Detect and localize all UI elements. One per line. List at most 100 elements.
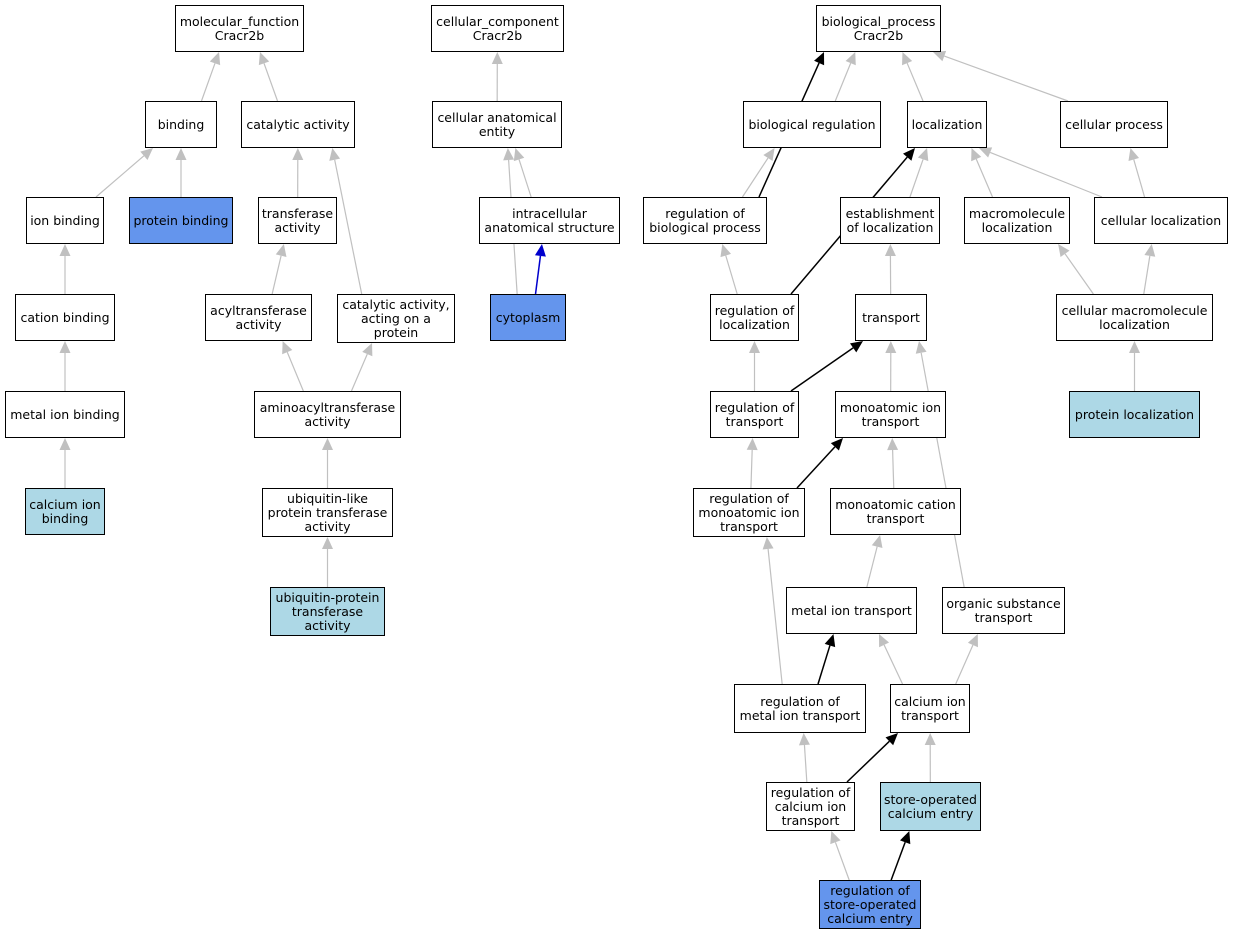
node-label-line: protein localization bbox=[1074, 406, 1195, 422]
node-label-line: calcium ion bbox=[774, 798, 847, 814]
edge-is-a bbox=[263, 63, 279, 102]
edge-arrowhead bbox=[362, 343, 373, 357]
edge-arrowhead bbox=[830, 831, 841, 845]
node-label-line: intracellular bbox=[512, 205, 587, 221]
edge-regulates bbox=[796, 446, 836, 489]
node-label-line: molecular_function bbox=[179, 13, 300, 29]
edge-arrowhead bbox=[746, 438, 758, 451]
node-catalytic[interactable]: catalytic activity bbox=[241, 101, 355, 148]
edge-is-a bbox=[920, 352, 965, 588]
node-metal-ion-binding[interactable]: metal ion binding bbox=[5, 391, 125, 438]
edge-arrowhead bbox=[1129, 341, 1140, 353]
edge-regulates bbox=[817, 645, 831, 685]
edge-is-a bbox=[975, 158, 994, 198]
edge-arrowhead bbox=[830, 438, 843, 451]
node-label-line: cellular localization bbox=[1100, 212, 1222, 228]
edge-arrowhead bbox=[292, 148, 304, 161]
node-label-line: catalytic activity bbox=[246, 116, 350, 132]
edge-arrowhead bbox=[1144, 244, 1156, 257]
edge-arrowhead bbox=[979, 147, 993, 158]
node-label-line: binding bbox=[41, 510, 89, 526]
node-protein-binding[interactable]: protein binding bbox=[129, 197, 233, 244]
node-label-line: monoatomic cation bbox=[835, 496, 956, 512]
node-label-line: activity bbox=[274, 219, 321, 235]
node-cellular-process[interactable]: cellular process bbox=[1060, 101, 1168, 148]
edge-is-a bbox=[803, 744, 808, 783]
node-label-line: protein transferase bbox=[267, 504, 388, 520]
edge-arrowhead bbox=[1128, 148, 1140, 162]
node-cation-binding[interactable]: cation binding bbox=[15, 294, 115, 341]
edge-arrowhead bbox=[491, 52, 503, 65]
node-label-line: regulation of bbox=[770, 784, 851, 800]
node-transport[interactable]: transport bbox=[855, 294, 927, 341]
node-label-line: regulation of bbox=[665, 205, 745, 221]
edge-arrowhead bbox=[850, 341, 863, 353]
node-label-line: entity bbox=[478, 123, 516, 139]
node-metal-ion-transport[interactable]: metal ion transport bbox=[786, 587, 917, 634]
node-binding[interactable]: binding bbox=[145, 101, 217, 148]
node-label-line: ion binding bbox=[30, 212, 100, 228]
node-label-line: macromolecule bbox=[968, 205, 1066, 221]
node-label-line: anatomical structure bbox=[484, 219, 615, 235]
node-label-line: transferase bbox=[261, 205, 334, 221]
edge-is-a bbox=[334, 159, 363, 295]
node-protein-localization[interactable]: protein localization bbox=[1069, 391, 1200, 438]
edge-regulates bbox=[790, 347, 854, 392]
edge-is-a bbox=[834, 62, 852, 102]
node-cytoplasm[interactable]: cytoplasm bbox=[490, 294, 566, 341]
node-label-line: cellular process bbox=[1065, 116, 1163, 132]
node-label-line: regulation of bbox=[714, 302, 795, 318]
node-label-line: localization bbox=[719, 316, 790, 332]
edge-arrowhead bbox=[329, 148, 341, 161]
node-bio-regulation[interactable]: biological regulation bbox=[743, 101, 881, 148]
node-cellular-loc[interactable]: cellular localization bbox=[1094, 197, 1228, 244]
edge-arrowhead bbox=[322, 537, 333, 549]
edge-arrowhead bbox=[917, 148, 929, 162]
edge-arrowhead bbox=[798, 733, 810, 746]
node-ion-binding[interactable]: ion binding bbox=[26, 197, 104, 244]
node-label-line: establishment bbox=[845, 205, 935, 221]
node-localization[interactable]: localization bbox=[907, 101, 987, 148]
node-label-line: biological regulation bbox=[748, 116, 876, 132]
edge-is-a bbox=[1143, 255, 1151, 295]
edge-arrowhead bbox=[915, 341, 927, 354]
edge-is-a bbox=[271, 255, 282, 295]
node-label-line: calcium entry bbox=[827, 910, 913, 926]
edge-is-a bbox=[1133, 159, 1146, 198]
edge-arrowhead bbox=[275, 244, 287, 257]
edge-arrowhead bbox=[282, 341, 293, 355]
edge-arrowhead bbox=[503, 148, 515, 161]
node-label-line: activity bbox=[304, 617, 351, 633]
node-label-line: transport bbox=[861, 413, 920, 429]
node-label-line: regulation of bbox=[709, 490, 789, 506]
edge-arrowhead bbox=[902, 52, 913, 66]
